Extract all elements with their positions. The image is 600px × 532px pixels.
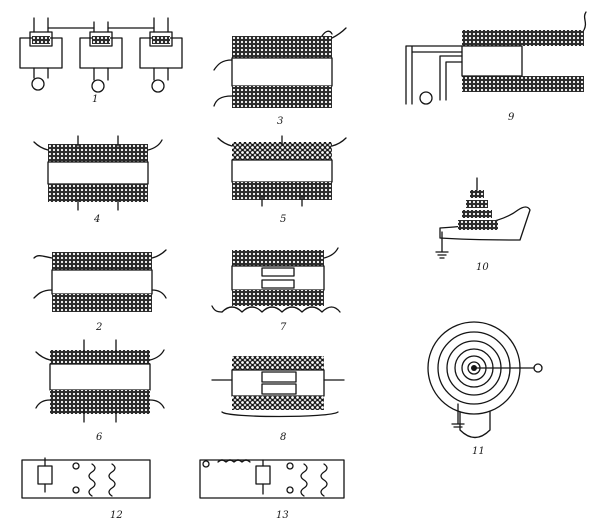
fig-12-label: 12 bbox=[110, 510, 123, 521]
fig-13-circuit bbox=[199, 459, 345, 499]
fig-1-three-coil-circuit bbox=[19, 17, 183, 93]
fig-8-label: 8 bbox=[280, 432, 286, 443]
fig-6-label: 6 bbox=[96, 432, 103, 443]
fig-4-label: 4 bbox=[93, 214, 100, 225]
fig-3-coil-stack bbox=[213, 27, 347, 108]
fig-11-label: 11 bbox=[472, 446, 485, 457]
fig-12-circuit bbox=[21, 457, 151, 499]
fig-9-label: 9 bbox=[508, 112, 515, 123]
fig-8-coil bbox=[211, 356, 345, 418]
fig-10-conical-coil bbox=[435, 177, 531, 259]
fig-13-label: 13 bbox=[276, 510, 289, 521]
fig-2-coil bbox=[33, 249, 167, 312]
fig-6-coil bbox=[35, 339, 165, 423]
fig-7-coil bbox=[211, 247, 341, 313]
fig-10-label: 10 bbox=[476, 262, 489, 273]
fig-3-label: 3 bbox=[277, 116, 283, 127]
fig-4-coil bbox=[33, 135, 163, 211]
fig-9-coil-with-yoke bbox=[405, 11, 587, 105]
fig-5-label: 5 bbox=[280, 214, 286, 225]
fig-2-label: 2 bbox=[95, 322, 102, 333]
fig-11-spiral-coil bbox=[427, 321, 543, 439]
fig-5-coil bbox=[217, 135, 347, 207]
fig-1-label: 1 bbox=[92, 94, 98, 105]
fig-7-label: 7 bbox=[280, 322, 287, 333]
